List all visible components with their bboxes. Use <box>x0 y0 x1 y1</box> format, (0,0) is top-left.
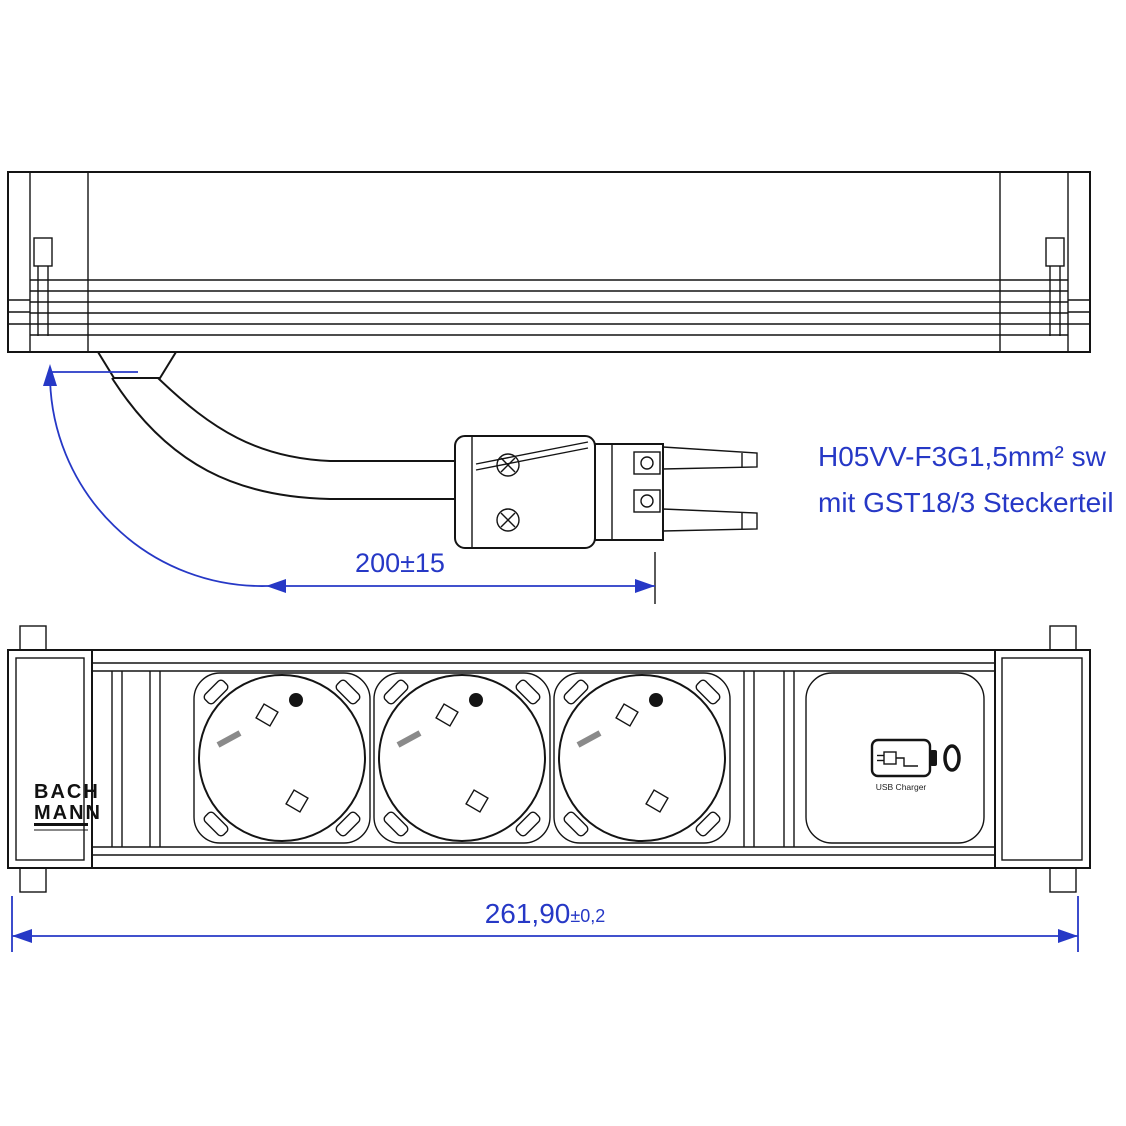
latch-lever-line <box>475 447 589 471</box>
connector-contact <box>633 489 661 513</box>
total-width-dimension: 261,90±0,2 <box>11 896 1079 952</box>
spacer-module-left <box>111 671 161 847</box>
total-width-dimension-label: 261,90±0,2 <box>485 898 606 929</box>
mounting-clamp-right <box>1045 237 1065 336</box>
latch-prong-bottom <box>662 508 758 532</box>
usb-c-port <box>943 744 961 772</box>
cable-spec-line-2: mit GST18/3 Steckerteil <box>818 487 1114 518</box>
schuko-socket-1 <box>194 673 370 843</box>
latch-lever-line <box>475 441 589 465</box>
latch-prong-top <box>662 446 758 470</box>
connector-screw-top <box>496 453 520 477</box>
end-cap-left <box>15 657 85 861</box>
logo-line-2: MANN <box>34 802 102 824</box>
battery-charging-icon <box>870 738 937 778</box>
dimension-arrow-right <box>635 579 655 593</box>
connector-mating-block <box>594 443 664 541</box>
cable-spec-line-1: H05VV-F3G1,5mm² sw <box>818 441 1107 472</box>
mounting-tab-bottom-left <box>19 867 47 893</box>
housing-outline <box>7 649 1091 869</box>
connector-contact <box>633 451 661 475</box>
front-view: USB Charger BACH MANN <box>7 625 1091 893</box>
connector-screw-bottom <box>496 508 520 532</box>
schuko-socket-2 <box>374 673 550 843</box>
logo-underline <box>34 823 88 826</box>
cable-length-dimension: 200±15 <box>266 548 655 593</box>
bachmann-logo: BACH MANN <box>34 781 102 831</box>
total-width-value: 261,90 <box>485 898 571 929</box>
usb-module-caption: USB Charger <box>876 782 927 792</box>
total-width-tolerance: ±0,2 <box>570 906 605 926</box>
dimension-arrow-right <box>1058 929 1078 943</box>
mounting-tab-top-right <box>1049 625 1077 651</box>
cable-exit-grommet <box>96 351 178 379</box>
cable-length-dimension-label: 200±15 <box>355 548 445 578</box>
gst18-connector <box>454 435 758 604</box>
arc-arrowhead <box>43 364 57 386</box>
spacer-module-right <box>743 671 795 847</box>
dimension-arrow-left <box>12 929 32 943</box>
mounting-tab-bottom-right <box>1049 867 1077 893</box>
usb-charger-module: USB Charger <box>805 672 985 844</box>
logo-line-1: BACH <box>34 781 100 803</box>
usb-module-plate <box>805 672 985 844</box>
bend-radius-arc <box>43 364 267 587</box>
end-cap-right <box>1001 657 1083 861</box>
mounting-clamp-left <box>33 237 53 336</box>
dimension-arrow-left <box>266 579 286 593</box>
cable-spec-annotation: H05VV-F3G1,5mm² sw mit GST18/3 Steckerte… <box>818 441 1114 518</box>
mounting-tab-top-left <box>19 625 47 651</box>
power-cable <box>111 377 455 500</box>
top-view-side-elevation <box>7 171 1091 379</box>
schuko-socket-3 <box>554 673 730 843</box>
